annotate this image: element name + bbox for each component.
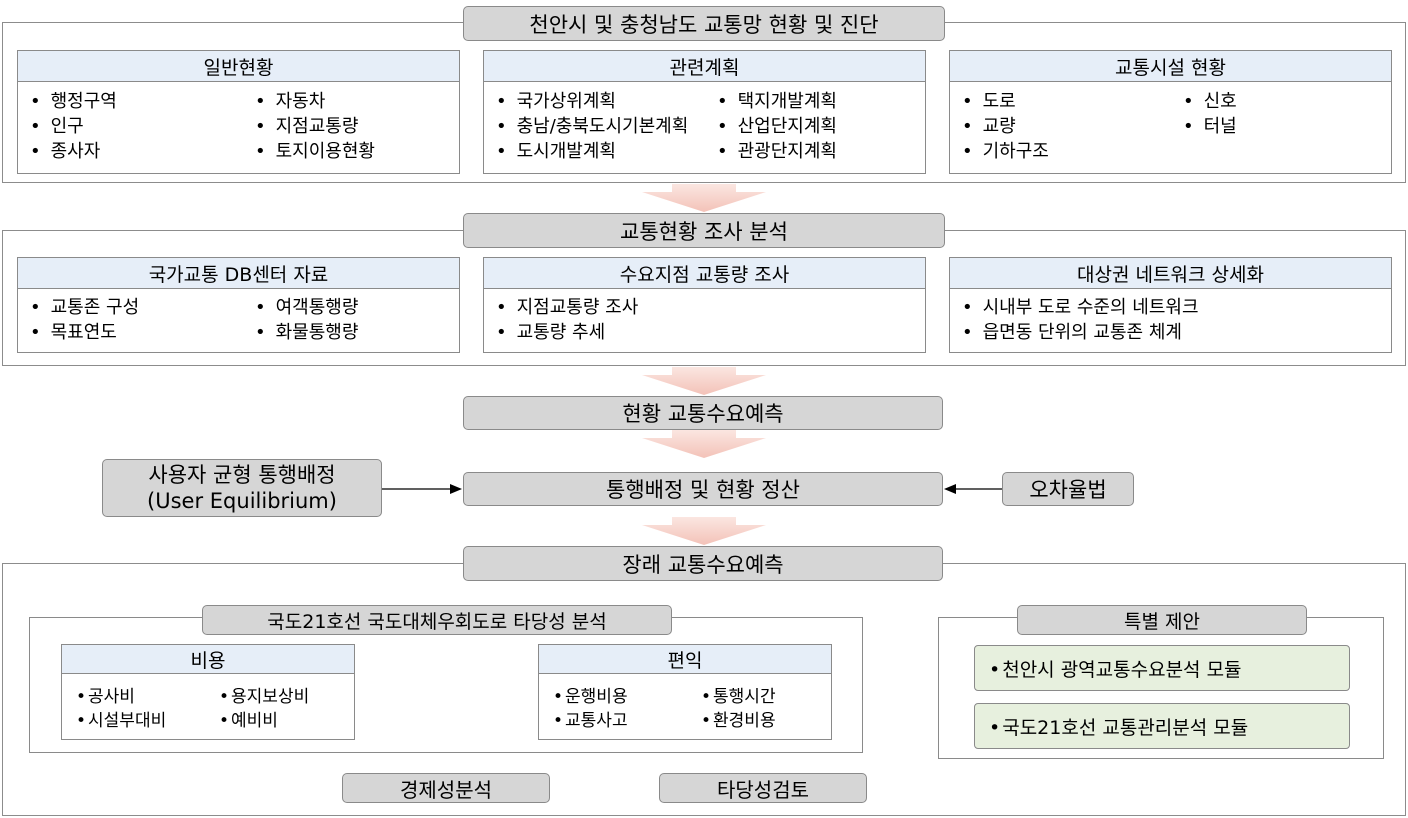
list-item: 종사자 xyxy=(30,139,101,164)
list-item: 국가상위계획 xyxy=(496,89,616,114)
section3-title: 장래 교통수요예측 xyxy=(463,546,943,581)
list-item: 도시개발계획 xyxy=(496,139,616,164)
error-method-box: 오차율법 xyxy=(1002,472,1134,506)
list-item: 인구 xyxy=(30,114,84,139)
card-traffic-survey: 수요지점 교통량 조사 지점교통량 조사 교통량 추세 xyxy=(483,257,926,353)
card-transport-facilities: 교통시설 현황 도로 교량 기하구조 신호 터널 xyxy=(949,50,1392,174)
flow-arrow-down-2 xyxy=(642,367,766,395)
card-header: 일반현황 xyxy=(18,51,459,82)
list-item: 화물통행량 xyxy=(255,320,359,345)
card-header: 교통시설 현황 xyxy=(950,51,1391,82)
flow-arrow-down-1 xyxy=(642,184,766,212)
list-item: 택지개발계획 xyxy=(717,89,837,114)
list-item: 환경비용 xyxy=(701,709,776,734)
card-header: 비용 xyxy=(62,645,354,674)
list-item: 공사비 xyxy=(76,685,135,710)
list-item: 통행시간 xyxy=(701,685,776,710)
list-item: 읍면동 단위의 교통존 체계 xyxy=(962,320,1182,345)
list-item: 신호 xyxy=(1183,89,1237,114)
list-item: 시설부대비 xyxy=(76,709,166,734)
arrowhead-ue xyxy=(450,484,462,494)
card-header: 대상권 네트워크 상세화 xyxy=(950,258,1391,289)
user-equilibrium-box: 사용자 균형 통행배정 (User Equilibrium) xyxy=(102,459,382,517)
list-item: 터널 xyxy=(1183,114,1237,139)
feasibility-review-box: 타당성검토 xyxy=(659,773,867,803)
card-header: 관련계획 xyxy=(484,51,925,82)
list-item: 토지이용현황 xyxy=(255,139,375,164)
arrowhead-error xyxy=(944,484,956,494)
list-item: 교통사고 xyxy=(553,709,628,734)
economic-analysis-box: 경제성분석 xyxy=(342,773,550,803)
list-item: 교통량 추세 xyxy=(496,320,606,345)
special-title: 특별 제안 xyxy=(1017,605,1307,635)
step-current-demand: 현황 교통수요예측 xyxy=(463,396,943,430)
list-item: 목표연도 xyxy=(30,320,117,345)
list-item: 용지보상비 xyxy=(219,685,309,710)
list-item: 지점교통량 xyxy=(255,114,359,139)
user-equilibrium-line2: (User Equilibrium) xyxy=(147,489,337,513)
list-item: 기하구조 xyxy=(962,139,1049,164)
list-item: 지점교통량 조사 xyxy=(496,295,639,320)
list-item: 여객통행량 xyxy=(255,295,359,320)
card-benefit: 편익 운행비용 교통사고 통행시간 환경비용 xyxy=(538,644,832,740)
list-item: 자동차 xyxy=(255,89,326,114)
user-equilibrium-line1: 사용자 균형 통행배정 xyxy=(148,463,336,487)
card-general-status: 일반현황 행정구역 인구 종사자 자동차 지점교통량 토지이용현황 xyxy=(17,50,460,174)
special-item-1: 천안시 광역교통수요분석 모듈 xyxy=(974,645,1350,691)
section1-title: 천안시 및 충청남도 교통망 현황 및 진단 xyxy=(463,6,945,41)
special-item-text: 국도21호선 교통관리분석 모듈 xyxy=(989,713,1248,740)
flow-arrow-down-3 xyxy=(642,430,766,458)
card-national-db: 국가교통 DB센터 자료 교통존 구성 목표연도 여객통행량 화물통행량 xyxy=(17,257,460,353)
card-header: 편익 xyxy=(539,645,831,674)
list-item: 충남/충북도시기본계획 xyxy=(496,114,689,139)
list-item: 운행비용 xyxy=(553,685,628,710)
list-item: 행정구역 xyxy=(30,89,117,114)
card-network-detail: 대상권 네트워크 상세화 시내부 도로 수준의 네트워크 읍면동 단위의 교통존… xyxy=(949,257,1392,353)
list-item: 도로 xyxy=(962,89,1016,114)
list-item: 교량 xyxy=(962,114,1016,139)
flow-arrow-down-4 xyxy=(642,517,766,545)
list-item: 예비비 xyxy=(219,709,278,734)
step-assignment: 통행배정 및 현황 정산 xyxy=(463,472,943,506)
list-item: 교통존 구성 xyxy=(30,295,140,320)
special-item-text: 천안시 광역교통수요분석 모듈 xyxy=(989,655,1241,682)
card-header: 수요지점 교통량 조사 xyxy=(484,258,925,289)
list-item: 산업단지계획 xyxy=(717,114,837,139)
section2-title: 교통현황 조사 분석 xyxy=(463,213,945,248)
card-header: 국가교통 DB센터 자료 xyxy=(18,258,459,289)
feasibility-title: 국도21호선 국도대체우회도로 타당성 분석 xyxy=(202,605,672,635)
card-cost: 비용 공사비 시설부대비 용지보상비 예비비 xyxy=(61,644,355,740)
list-item: 시내부 도로 수준의 네트워크 xyxy=(962,295,1199,320)
card-related-plans: 관련계획 국가상위계획 충남/충북도시기본계획 도시개발계획 택지개발계획 산업… xyxy=(483,50,926,174)
list-item: 관광단지계획 xyxy=(717,139,837,164)
special-item-2: 국도21호선 교통관리분석 모듈 xyxy=(974,703,1350,749)
